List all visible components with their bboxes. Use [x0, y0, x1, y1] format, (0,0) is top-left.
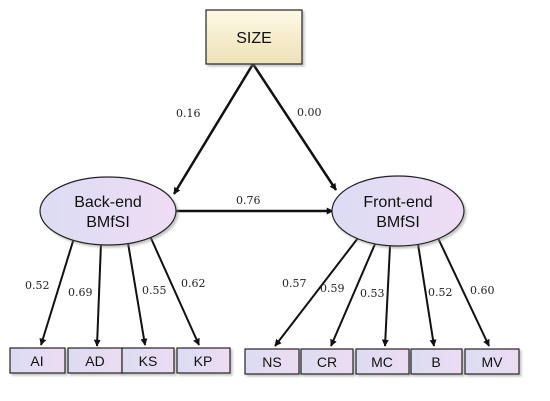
- svg-text:CR: CR: [317, 354, 337, 370]
- coef-size-frontend: 0.00: [297, 106, 322, 119]
- svg-text:KP: KP: [194, 353, 213, 369]
- backend-label-line2: BMfSI: [86, 214, 130, 231]
- loading-arrow-ns: [274, 237, 359, 347]
- coef-size-backend: 0.16: [176, 107, 201, 120]
- indicator-b: B: [410, 348, 463, 375]
- loading-arrow-ks: [127, 242, 148, 346]
- coef-ai: 0.52: [25, 279, 50, 292]
- svg-text:KS: KS: [139, 353, 158, 369]
- svg-text:MC: MC: [371, 354, 393, 370]
- loading-arrow-mc: [381, 245, 391, 347]
- indicator-ks: KS: [121, 347, 175, 374]
- coef-ks: 0.55: [142, 284, 167, 297]
- coef-b: 0.52: [428, 286, 453, 299]
- size-label: SIZE: [236, 30, 272, 47]
- backend-label-line1: Back-end: [74, 194, 142, 211]
- loading-arrow-b: [417, 243, 437, 347]
- coef-ad: 0.69: [68, 286, 93, 299]
- indicator-mc: MC: [355, 348, 410, 375]
- coef-backend-frontend: 0.76: [236, 194, 261, 207]
- svg-text:B: B: [431, 354, 440, 370]
- indicator-mv: MV: [464, 348, 520, 375]
- svg-text:AI: AI: [30, 353, 43, 369]
- svg-text:MV: MV: [482, 354, 504, 370]
- loading-arrow-ai: [39, 237, 75, 346]
- size-node: SIZE: [205, 9, 303, 65]
- path-size-to-frontend: [251, 63, 338, 191]
- indicator-cr: CR: [300, 348, 354, 375]
- indicator-ai: AI: [9, 347, 66, 374]
- indicator-ad: AD: [67, 347, 123, 374]
- indicator-kp: KP: [176, 347, 231, 374]
- path-size-to-backend: [172, 63, 255, 195]
- coef-ns: 0.57: [282, 277, 307, 290]
- backend-latent: Back-end BMfSI: [39, 176, 177, 246]
- loading-arrow-mv: [437, 237, 490, 347]
- loading-arrow-cr: [330, 243, 376, 347]
- loading-arrow-kp: [149, 235, 200, 346]
- frontend-label-line1: Front-end: [363, 194, 432, 211]
- coef-mc: 0.53: [360, 287, 385, 300]
- frontend-latent: Front-end BMfSI: [331, 175, 465, 247]
- coef-mv: 0.60: [470, 284, 495, 297]
- svg-text:NS: NS: [262, 354, 281, 370]
- svg-text:AD: AD: [85, 353, 104, 369]
- coef-cr: 0.59: [320, 282, 345, 295]
- coef-kp: 0.62: [181, 277, 206, 290]
- loading-arrow-ad: [93, 242, 102, 347]
- frontend-label-line2: BMfSI: [376, 214, 420, 231]
- indicator-ns: NS: [244, 348, 300, 375]
